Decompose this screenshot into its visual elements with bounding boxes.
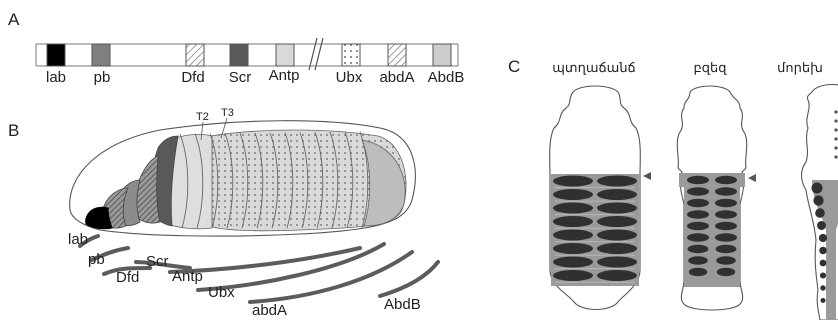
gene-box-scr — [230, 44, 248, 66]
domain-label-dfd: Dfd — [116, 269, 139, 286]
hox-gene-cluster: lab pb Dfd Scr Antp Ubx abdA AbdB — [36, 38, 464, 86]
domain-label-scr: Scr — [146, 253, 169, 270]
fruitfly-segment-band — [597, 257, 637, 268]
grasshopper-head-dot — [834, 110, 837, 113]
grasshopper-segment-dot — [812, 183, 823, 194]
beetle-segment-band — [689, 268, 707, 276]
beetle-segment-band — [687, 187, 709, 195]
gene-box-antp — [276, 44, 294, 66]
beetle-segment-band — [688, 245, 709, 253]
beetle-arrowhead — [748, 174, 756, 182]
gene-label-scr: Scr — [229, 69, 252, 86]
beetle-segment-band — [715, 187, 737, 195]
domain-label-abda: abdA — [252, 302, 287, 319]
beetle-embryo — [677, 86, 756, 310]
fruitfly-segment-band — [553, 257, 593, 268]
grasshopper-head-dot — [834, 128, 837, 131]
segment-label-t3: T3 — [221, 107, 234, 119]
embryo-drawing: T2 T3 lab pb Scr Dfd Antp Ubx abdA AbdB — [68, 107, 438, 319]
grasshopper-segment-dot — [820, 272, 826, 278]
fruitfly-segment-band — [553, 243, 593, 254]
beetle-segment-band — [715, 233, 737, 241]
fruitfly-arrowhead — [643, 172, 651, 180]
grasshopper-head-dot — [834, 119, 837, 122]
gene-box-lab — [47, 44, 65, 66]
fruitfly-segment-band — [553, 176, 593, 187]
gene-box-ubx — [342, 44, 360, 66]
domain-label-ubx: Ubx — [208, 284, 235, 301]
domain-label-lab: lab — [68, 231, 88, 248]
panel-c-letter: C — [508, 57, 520, 76]
gene-box-abdb — [433, 44, 451, 66]
fruitfly-segment-band — [597, 270, 637, 281]
grasshopper-segment-dot — [819, 247, 827, 255]
fruitfly-segment-band — [553, 270, 593, 281]
grasshopper-segment-dot — [819, 234, 827, 242]
fruitfly-embryo — [550, 86, 651, 310]
gene-label-pb: pb — [94, 69, 111, 86]
beetle-segment-band — [687, 233, 709, 241]
grasshopper-segment-dot — [820, 285, 825, 290]
fruitfly-segment-band — [553, 189, 593, 200]
gene-label-dfd: Dfd — [181, 69, 204, 86]
species-title-grasshopper: մորեխ — [777, 60, 823, 75]
gene-box-abda — [388, 44, 406, 66]
grasshopper-head-dot — [834, 146, 837, 149]
beetle-segment-band — [688, 256, 708, 264]
fruitfly-segment-band — [553, 216, 593, 227]
grasshopper-segment-dot — [820, 260, 827, 267]
domain-label-pb: pb — [88, 251, 105, 268]
beetle-segment-band — [716, 245, 737, 253]
beetle-segment-band — [716, 256, 736, 264]
species-title-beetle: բզեզ — [694, 60, 728, 75]
beetle-segment-band — [687, 176, 709, 184]
fruitfly-segment-band — [597, 203, 637, 214]
domain-label-antp: Antp — [172, 268, 203, 285]
grasshopper-segment-dot — [813, 195, 823, 205]
fruitfly-segment-band — [597, 243, 637, 254]
grasshopper-embryo — [802, 85, 838, 320]
beetle-segment-band — [687, 210, 709, 218]
grasshopper-segment-dot — [817, 221, 826, 230]
beetle-segment-band — [687, 199, 709, 207]
beetle-segment-band — [715, 222, 737, 230]
panel-a-letter: A — [8, 10, 20, 29]
fruitfly-segment-band — [597, 176, 637, 187]
gene-label-antp: Antp — [269, 67, 300, 84]
species-title-fruitfly: պտղաճանճ — [552, 60, 635, 75]
fruitfly-segment-band — [597, 216, 637, 227]
gene-box-dfd — [186, 44, 204, 66]
fruitfly-segment-band — [597, 230, 637, 241]
segment-label-t2: T2 — [196, 111, 209, 123]
grasshopper-segment-dot — [815, 208, 825, 218]
fruitfly-segment-band — [553, 203, 593, 214]
gene-label-abdb: AbdB — [428, 69, 465, 86]
grasshopper-segment-dot — [821, 298, 826, 303]
beetle-segment-band — [717, 268, 735, 276]
panel-b-letter: B — [8, 121, 19, 140]
beetle-segment-band — [715, 176, 737, 184]
gene-label-abda: abdA — [379, 69, 414, 86]
gene-label-lab: lab — [46, 69, 66, 86]
gene-box-pb — [92, 44, 110, 66]
gene-label-ubx: Ubx — [336, 69, 363, 86]
domain-label-abdb: AbdB — [384, 296, 421, 313]
beetle-segment-band — [715, 210, 737, 218]
grasshopper-head-dot — [834, 137, 837, 140]
beetle-segment-band — [715, 199, 737, 207]
fruitfly-segment-band — [597, 189, 637, 200]
grasshopper-head-dot — [834, 155, 837, 158]
fruitfly-segment-band — [553, 230, 593, 241]
beetle-segment-band — [687, 222, 709, 230]
